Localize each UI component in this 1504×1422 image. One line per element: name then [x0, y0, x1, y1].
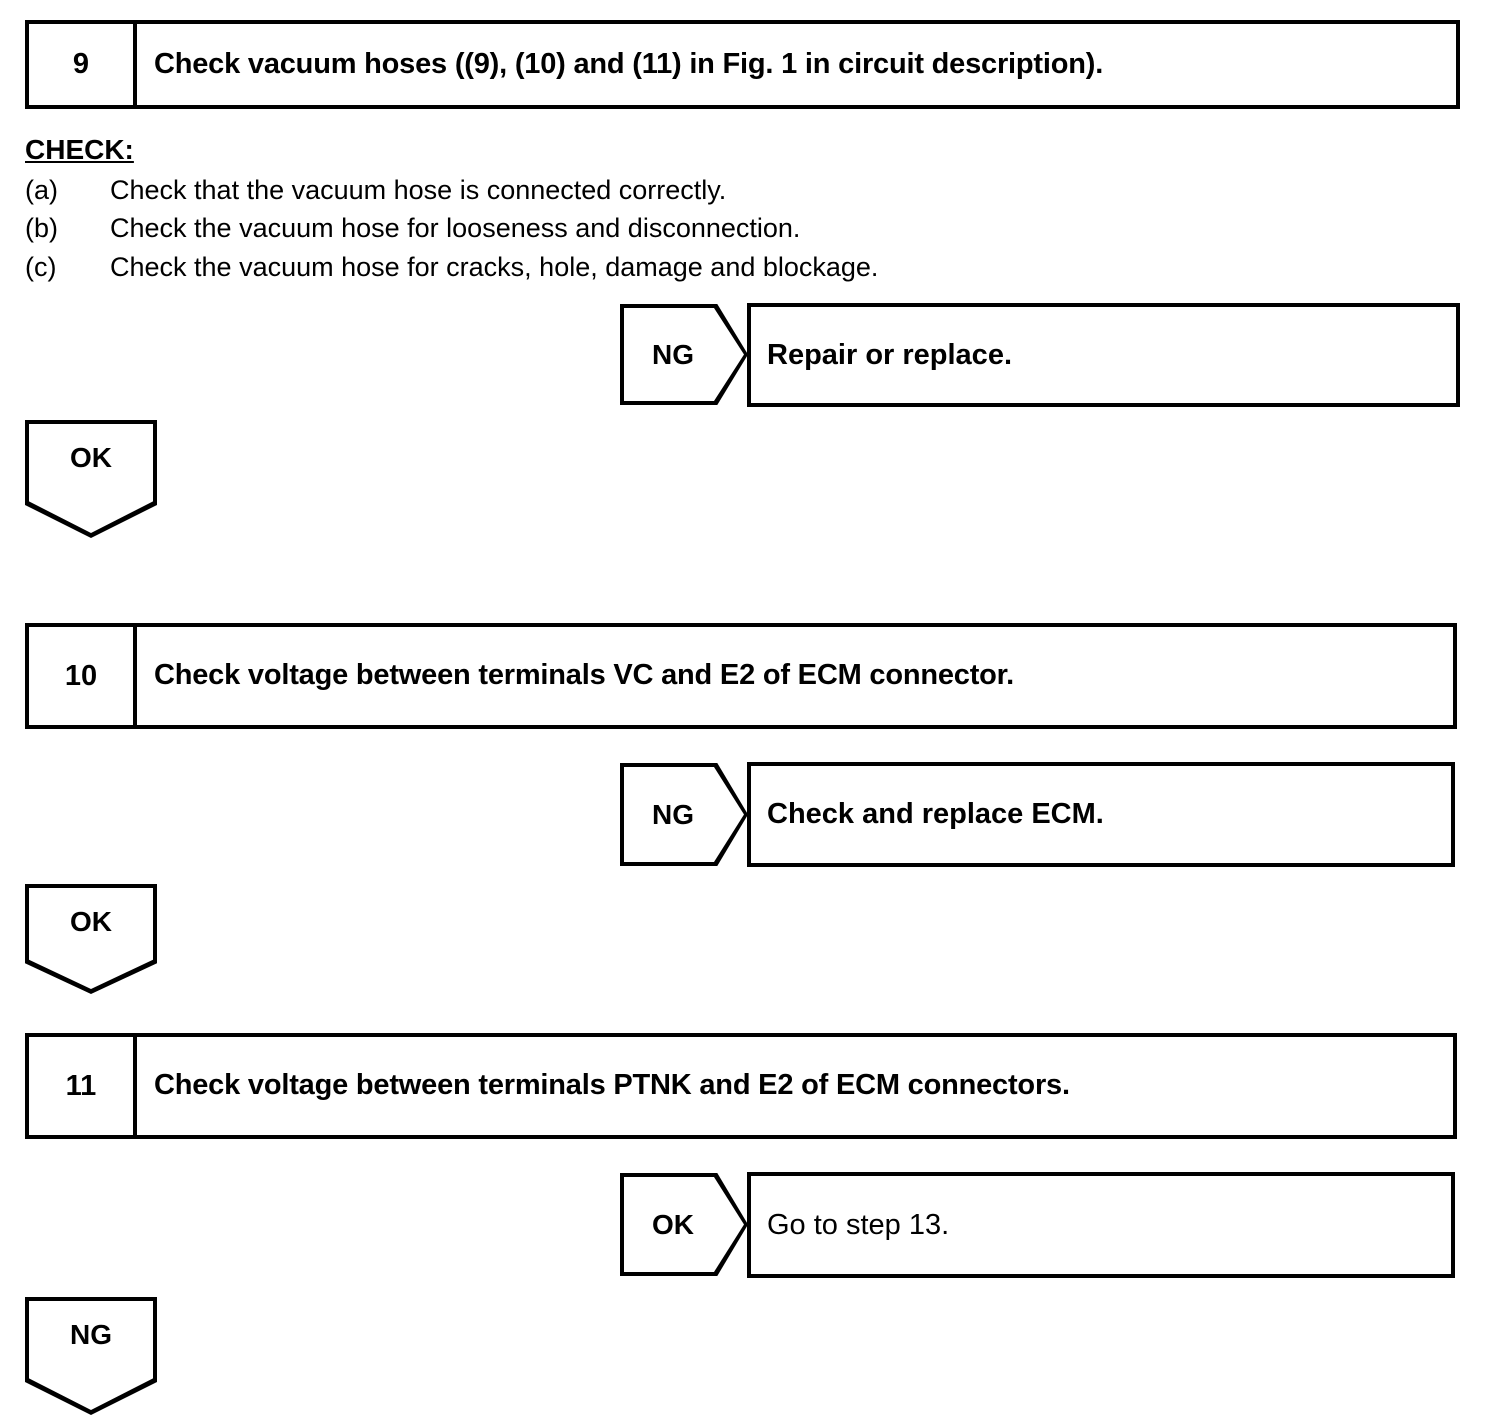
step-number: 10: [29, 627, 137, 725]
check-item-text: Check that the vacuum hose is connected …: [110, 175, 727, 205]
step-title: Check vacuum hoses ((9), (10) and (11) i…: [154, 47, 1104, 80]
check-item-text: Check the vacuum hose for looseness and …: [110, 213, 801, 244]
judgement-label: OK: [652, 1208, 694, 1240]
judgement-marker-inner: NG: [624, 767, 744, 862]
result-text: Check and replace ECM.: [767, 798, 1104, 830]
continue-marker-ok: OK: [25, 884, 157, 994]
check-item-marker: (a): [25, 175, 58, 205]
continue-label: OK: [70, 906, 112, 937]
step-number: 11: [29, 1037, 137, 1135]
check-item-text: Check the vacuum hose for cracks, hole, …: [110, 251, 879, 282]
check-item: (b) Check the vacuum hose for looseness …: [25, 209, 1125, 247]
judgement-marker-inner: NG: [624, 308, 744, 401]
judgement-label: NG: [652, 338, 694, 370]
step-box-9: 9 Check vacuum hoses ((9), (10) and (11)…: [25, 20, 1460, 109]
judgement-marker-inner: OK: [624, 1177, 744, 1272]
step-box-10: 10 Check voltage between terminals VC an…: [25, 623, 1457, 729]
result-box-go-to-step-13: Go to step 13.: [747, 1172, 1455, 1278]
continue-label: NG: [70, 1319, 112, 1350]
result-text: Repair or replace.: [767, 338, 1012, 371]
continue-marker-ok: OK: [25, 420, 157, 538]
step-title: Check voltage between terminals VC and E…: [154, 659, 1015, 692]
step-number: 9: [29, 24, 137, 105]
result-text: Go to step 13.: [767, 1208, 950, 1241]
result-box-repair-or-replace: Repair or replace.: [747, 303, 1460, 407]
check-item-marker: (b): [25, 213, 58, 244]
judgement-marker-ok: OK: [620, 1173, 748, 1276]
continue-marker-inner: [29, 424, 153, 533]
continue-marker-inner: [29, 1301, 153, 1410]
check-item: (a) Check that the vacuum hose is connec…: [25, 171, 1125, 209]
step-title: Check voltage between terminals PTNK and…: [154, 1069, 1070, 1102]
judgement-marker-ng: NG: [620, 304, 748, 405]
check-block: CHECK: (a) Check that the vacuum hose is…: [25, 132, 1125, 286]
judgement-marker-ng: NG: [620, 763, 748, 866]
check-item-marker: (c): [25, 251, 57, 282]
continue-marker-inner: [29, 888, 153, 989]
check-item: (c) Check the vacuum hose for cracks, ho…: [25, 248, 1125, 286]
judgement-label: NG: [652, 798, 694, 830]
check-heading: CHECK:: [25, 134, 134, 165]
continue-marker-ng: NG: [25, 1297, 157, 1415]
result-box-check-and-replace-ecm: Check and replace ECM.: [747, 762, 1455, 867]
step-box-11: 11 Check voltage between terminals PTNK …: [25, 1033, 1457, 1139]
continue-label: OK: [70, 442, 112, 473]
